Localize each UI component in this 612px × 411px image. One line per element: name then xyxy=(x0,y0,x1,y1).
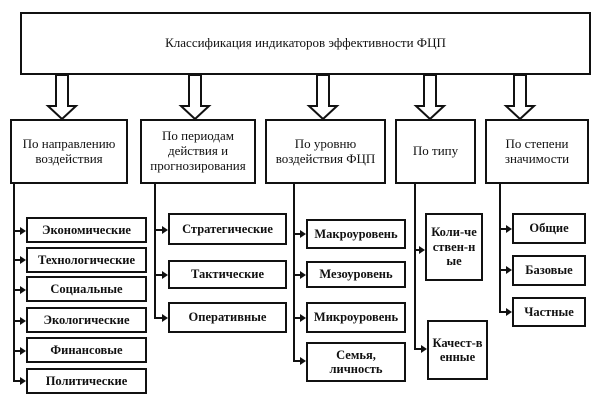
category-level: По уровню воздействия ФЦП xyxy=(265,119,386,184)
branch-line xyxy=(293,360,301,362)
branch-line xyxy=(13,259,21,261)
item-qualitative: Качест-венные xyxy=(427,320,488,380)
arrow-icon xyxy=(413,74,447,121)
category-type: По типу xyxy=(395,119,476,184)
item-label: Коли-чествен-ные xyxy=(431,225,477,269)
item-basic: Базовые xyxy=(512,255,586,286)
branch-line xyxy=(499,228,507,230)
item-label: Макроуровень xyxy=(314,226,398,241)
arrowhead-icon xyxy=(300,314,306,322)
branch-line xyxy=(414,348,422,350)
trunk-line xyxy=(499,184,501,313)
trunk-line xyxy=(154,184,156,319)
branch-line xyxy=(154,229,163,231)
category-label: По направлению воздействия xyxy=(22,135,116,166)
arrowhead-icon xyxy=(300,230,306,238)
item-label: Частные xyxy=(524,304,574,319)
branch-line xyxy=(293,274,301,276)
item-label: Тактические xyxy=(190,267,265,282)
item-ecological: Экологические xyxy=(26,307,147,333)
category-label: По степени значимости xyxy=(504,135,570,166)
item-meso-level: Мезоуровень xyxy=(306,261,406,288)
arrowhead-icon xyxy=(421,345,427,353)
item-label: Финансовые xyxy=(50,342,123,357)
arrow-icon xyxy=(503,74,537,121)
item-family-person: Семья, личность xyxy=(306,342,406,382)
item-strategic: Стратегические xyxy=(168,213,287,245)
arrowhead-icon xyxy=(20,227,26,235)
root-classification-box: Классификация индикаторов эффективности … xyxy=(20,12,591,75)
arrowhead-icon xyxy=(506,266,512,274)
item-operational: Оперативные xyxy=(168,302,287,333)
arrowhead-icon xyxy=(20,256,26,264)
arrowhead-icon xyxy=(300,271,306,279)
category-periods: По периодам действия и прогнозирования xyxy=(140,119,256,184)
item-label: Экологические xyxy=(43,312,130,327)
item-political: Политические xyxy=(26,368,147,394)
arrowhead-icon xyxy=(419,246,425,254)
branch-line xyxy=(13,230,21,232)
item-label: Качест-венные xyxy=(432,335,483,364)
branch-line xyxy=(293,233,301,235)
item-label: Общие xyxy=(529,221,569,236)
branch-line xyxy=(499,269,507,271)
root-title: Классификация индикаторов эффективности … xyxy=(165,35,446,51)
arrowhead-icon xyxy=(20,377,26,385)
arrow-icon xyxy=(178,74,212,121)
branch-line xyxy=(13,320,21,322)
arrowhead-icon xyxy=(506,225,512,233)
arrowhead-icon xyxy=(162,314,168,322)
arrowhead-icon xyxy=(20,347,26,355)
item-technological: Технологические xyxy=(26,247,147,273)
arrowhead-icon xyxy=(506,308,512,316)
arrowhead-icon xyxy=(300,357,306,365)
arrowhead-icon xyxy=(162,226,168,234)
arrow-icon xyxy=(306,74,340,121)
branch-line xyxy=(154,317,163,319)
arrowhead-icon xyxy=(162,271,168,279)
branch-line xyxy=(13,289,21,291)
arrowhead-icon xyxy=(20,317,26,325)
item-general: Общие xyxy=(512,213,586,244)
branch-line xyxy=(154,274,163,276)
branch-line xyxy=(414,249,420,251)
trunk-line xyxy=(414,184,416,350)
item-economic: Экономические xyxy=(26,217,147,243)
category-label: По типу xyxy=(412,143,459,159)
item-financial: Финансовые xyxy=(26,337,147,363)
item-quantitative: Коли-чествен-ные xyxy=(425,213,483,281)
item-label: Стратегические xyxy=(182,221,273,236)
trunk-line xyxy=(13,184,15,382)
category-label: По уровню воздействия ФЦП xyxy=(275,135,376,166)
item-label: Экономические xyxy=(42,222,131,237)
category-direction: По направлению воздействия xyxy=(10,119,128,184)
arrow-icon xyxy=(45,74,79,121)
arrowhead-icon xyxy=(20,286,26,294)
trunk-line xyxy=(293,184,295,362)
branch-line xyxy=(499,311,507,313)
item-tactical: Тактические xyxy=(168,260,287,289)
item-label: Базовые xyxy=(525,263,573,278)
item-private: Частные xyxy=(512,297,586,327)
item-micro-level: Микроуровень xyxy=(306,302,406,333)
item-label: Микроуровень xyxy=(313,310,399,325)
item-label: Политические xyxy=(45,373,128,388)
item-label: Социальные xyxy=(50,281,123,296)
item-label: Семья, личность xyxy=(329,347,383,376)
item-macro-level: Макроуровень xyxy=(306,219,406,249)
branch-line xyxy=(13,380,21,382)
item-social: Социальные xyxy=(26,276,147,302)
category-significance: По степени значимости xyxy=(485,119,589,184)
branch-line xyxy=(13,350,21,352)
item-label: Оперативные xyxy=(188,310,267,325)
item-label: Технологические xyxy=(37,252,136,267)
category-label: По периодам действия и прогнозирования xyxy=(150,128,246,173)
item-label: Мезоуровень xyxy=(319,267,393,282)
branch-line xyxy=(293,317,301,319)
